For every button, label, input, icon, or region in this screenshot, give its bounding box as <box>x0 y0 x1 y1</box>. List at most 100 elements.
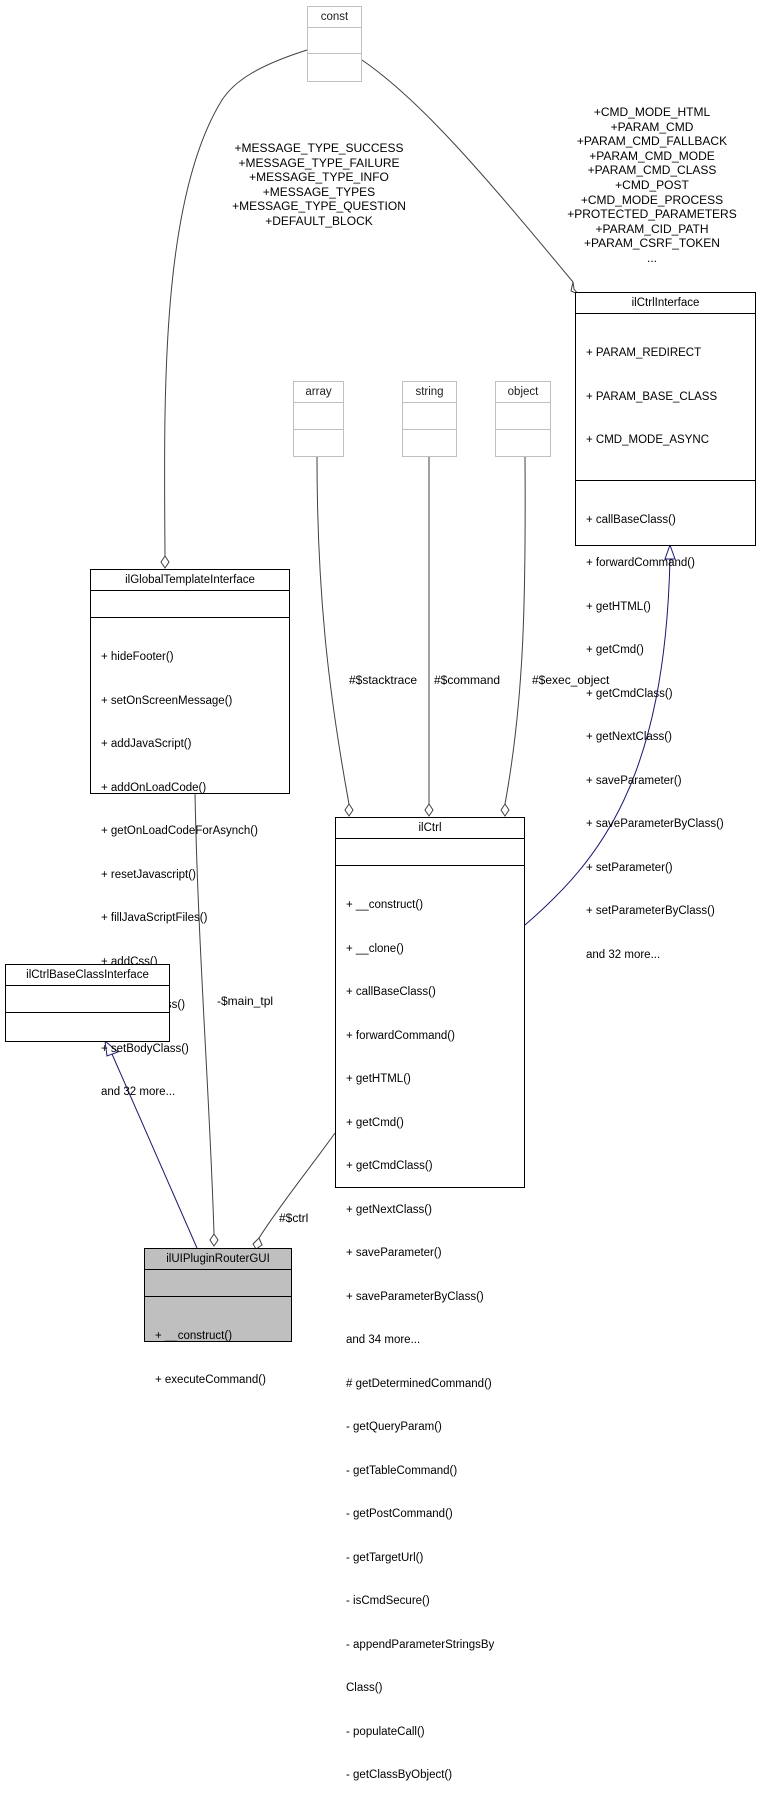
methods-section: + hideFooter() + setOnScreenMessage() + … <box>91 618 289 1132</box>
attributes-section <box>6 986 169 1013</box>
attributes-section <box>308 28 361 54</box>
method: + getHTML() <box>346 1073 411 1085</box>
edges-layer <box>104 49 676 1250</box>
label-line: +PARAM_CMD <box>610 119 694 134</box>
method: + saveParameter() <box>346 1247 442 1259</box>
method: + saveParameterByClass() <box>586 818 724 830</box>
attributes-section <box>91 591 289 618</box>
class-title: ilGlobalTemplateInterface <box>91 570 289 591</box>
attribute: + CMD_MODE_ASYNC <box>586 434 710 446</box>
label-line: +MESSAGE_TYPE_QUESTION <box>232 199 406 214</box>
method: - getTableCommand() <box>346 1464 458 1477</box>
method: + hideFooter() <box>101 651 174 663</box>
method: - populateCall() <box>346 1725 425 1738</box>
edge-router-ctrl <box>258 1132 336 1239</box>
aggregation-diamond-main-tpl <box>209 1233 219 1247</box>
attributes-section <box>145 1270 291 1297</box>
label-line: ... <box>646 250 657 265</box>
edge-label-ctrl: #$ctrl <box>279 1211 309 1225</box>
method: + getHTML() <box>586 600 651 613</box>
aggregation-diamond-exec-object <box>500 803 510 817</box>
class-ilctrlbaseclassinterface[interactable]: ilCtrlBaseClassInterface <box>5 964 170 1042</box>
method: - getQueryParam() <box>346 1421 442 1433</box>
method: - getClassByObject() <box>346 1769 453 1781</box>
methods-section: + callBaseClass() + forwardCommand() + g… <box>576 481 755 995</box>
edge-ctrl-exec-object <box>504 456 526 805</box>
method: + forwardCommand() <box>586 557 695 569</box>
edge-router-template <box>194 792 215 1235</box>
attributes-section <box>336 839 524 866</box>
label-line: +PARAM_CMD_CLASS <box>587 163 717 178</box>
attribute: + PARAM_BASE_CLASS <box>586 390 718 403</box>
label-line: +MESSAGE_TYPE_FAILURE <box>238 155 400 170</box>
method: and 34 more... <box>346 1334 421 1346</box>
class-object[interactable]: object <box>495 381 551 457</box>
class-iluipluginroutergui[interactable]: ilUIPluginRouterGUI + __construct() + ex… <box>144 1248 292 1386</box>
edge-interface-const <box>361 59 574 283</box>
method: + getOnLoadCodeForAsynch() <box>101 825 258 837</box>
method: + getCmd() <box>586 644 644 656</box>
method: + executeCommand() <box>155 1373 266 1386</box>
class-ilctrl[interactable]: ilCtrl + __construct() + __clone() + cal… <box>335 817 525 1781</box>
label-line: +CMD_MODE_PROCESS <box>580 192 724 207</box>
class-ilglobaltemplateinterface[interactable]: ilGlobalTemplateInterface + hideFooter()… <box>90 569 290 1098</box>
method: + callBaseClass() <box>346 986 436 998</box>
method: + resetJavascript() <box>101 868 196 881</box>
attribute: + PARAM_REDIRECT <box>586 347 702 359</box>
method: - appendParameterStringsBy <box>346 1638 495 1651</box>
class-title: ilUIPluginRouterGUI <box>145 1249 291 1270</box>
label-line: +PARAM_CID_PATH <box>595 221 709 236</box>
edge-label-interface-const: +CMD_MODE_HTML +PARAM_CMD +PARAM_CMD_FAL… <box>547 105 757 266</box>
label-line: +PARAM_CSRF_TOKEN <box>584 236 720 251</box>
label-line: +MESSAGE_TYPES <box>262 184 376 199</box>
method: + setParameter() <box>586 861 673 874</box>
label-line: +MESSAGE_TYPE_SUCCESS <box>234 141 404 155</box>
method: + getNextClass() <box>586 731 672 743</box>
aggregation-diamond-stacktrace <box>344 803 354 817</box>
edge-ctrl-interface-inherit <box>524 557 671 926</box>
method: + callBaseClass() <box>586 513 676 526</box>
method: + forwardCommand() <box>346 1029 455 1042</box>
edge-ctrl-stacktrace <box>316 456 350 805</box>
method: - getTargetUrl() <box>346 1551 424 1564</box>
class-ilctrlinterface[interactable]: ilCtrlInterface + PARAM_REDIRECT + PARAM… <box>575 292 756 961</box>
method: - getPostCommand() <box>346 1508 453 1520</box>
method: + getCmdClass() <box>346 1160 433 1172</box>
method: and 32 more... <box>101 1086 176 1098</box>
class-title: ilCtrl <box>336 818 524 839</box>
method: + saveParameter() <box>586 774 682 787</box>
methods-section: + __construct() + executeCommand() <box>145 1297 291 1419</box>
class-title: object <box>496 382 550 403</box>
edge-label-template-const: +MESSAGE_TYPE_SUCCESS +MESSAGE_TYPE_FAIL… <box>214 141 424 229</box>
edge-label-stacktrace: #$stacktrace <box>349 673 418 687</box>
method: - isCmdSecure() <box>346 1595 430 1607</box>
method: + __construct() <box>155 1330 233 1342</box>
method: + __clone() <box>346 942 404 955</box>
label-line: +DEFAULT_BLOCK <box>265 213 373 228</box>
class-array[interactable]: array <box>293 381 344 457</box>
method: + saveParameterByClass() <box>346 1290 484 1303</box>
aggregation-diamond-template <box>160 555 170 569</box>
class-const[interactable]: const <box>307 6 362 82</box>
method: + getCmdClass() <box>586 687 673 700</box>
label-line: +MESSAGE_TYPE_INFO <box>249 170 389 185</box>
method: + fillJavaScriptFiles() <box>101 912 208 924</box>
label-line: +PARAM_CMD_MODE <box>589 148 715 163</box>
method: + setOnScreenMessage() <box>101 694 233 707</box>
label-line: +PROTECTED_PARAMETERS <box>567 207 737 222</box>
edge-label-main-tpl: -$main_tpl <box>217 994 274 1008</box>
method: + setBodyClass() <box>101 1042 189 1055</box>
edge-template-const <box>164 49 308 557</box>
edge-label-command: #$command <box>434 673 501 687</box>
methods-section: + __construct() + __clone() + callBaseCl… <box>336 866 524 1815</box>
label-line: +CMD_POST <box>615 177 689 192</box>
class-title: string <box>403 382 456 403</box>
method: Class() <box>346 1682 383 1694</box>
label-line: +PARAM_CMD_FALLBACK <box>576 134 728 149</box>
method: + getNextClass() <box>346 1203 432 1216</box>
method: + getCmd() <box>346 1116 404 1129</box>
class-string[interactable]: string <box>402 381 457 457</box>
inheritance-arrow-ctrl-interface <box>664 543 676 560</box>
attributes-section: + PARAM_REDIRECT + PARAM_BASE_CLASS + CM… <box>576 314 755 481</box>
method: + addJavaScript() <box>101 738 192 750</box>
